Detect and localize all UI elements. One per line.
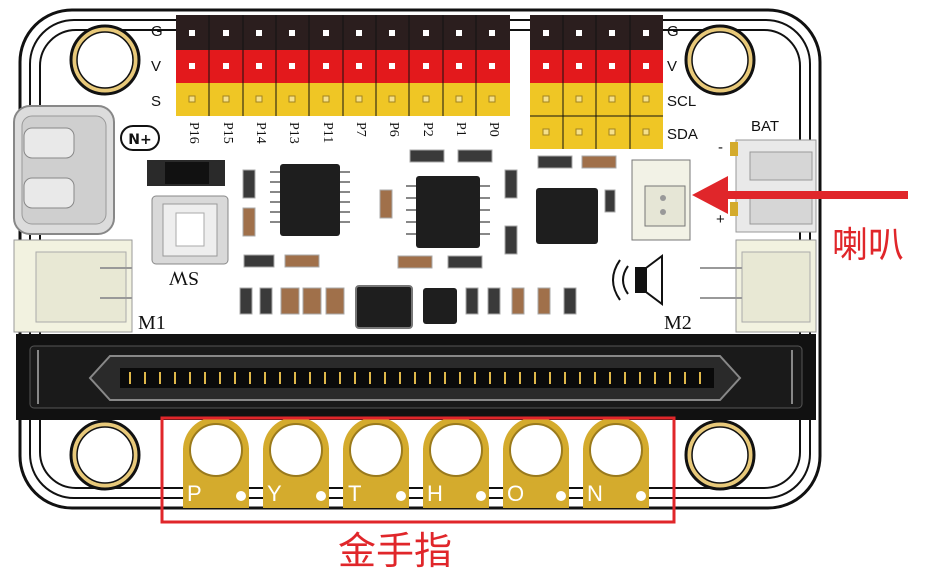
speaker-arrow <box>692 176 908 214</box>
pin-label-p0: P0 <box>486 122 501 137</box>
motor-connectors <box>13 239 817 333</box>
speaker-callout-label: 喇叭 <box>832 225 905 266</box>
motor-label-m2: M2 <box>664 312 692 334</box>
battery-plus: + <box>716 211 725 228</box>
right-row-label-scl: SCL <box>667 93 697 110</box>
battery-minus: - <box>718 139 723 156</box>
battery-label: BAT <box>751 118 780 135</box>
brand-logo: N+ <box>120 125 160 151</box>
right-row-label-sda: SDA <box>667 126 698 143</box>
left-pin-header <box>176 15 510 116</box>
pin-label-p14: P14 <box>253 122 268 144</box>
gold-finger-letter-o: O <box>507 481 525 506</box>
chip-legs <box>270 171 490 235</box>
gold-finger-highlight-box <box>160 416 676 524</box>
right-row-label-v: V <box>667 58 678 75</box>
pin-label-p1: P1 <box>453 122 468 137</box>
gold-finger-letter-y: Y <box>267 481 282 506</box>
gold-finger-letter-t: T <box>348 481 362 506</box>
gold-finger-letter-p: P <box>187 481 202 506</box>
mounting-holes <box>69 24 756 491</box>
pin-label-p13: P13 <box>286 122 301 144</box>
svg-text:N+: N+ <box>128 132 151 148</box>
pin-label-p11: P11 <box>320 122 335 144</box>
gold-finger-letter-h: H <box>427 481 443 506</box>
left-row-label-s: S <box>151 93 162 110</box>
gold-fingers <box>183 417 649 508</box>
gold-finger-letter-n: N <box>587 481 603 506</box>
speaker-connector <box>631 159 691 241</box>
right-row-label-g: G <box>667 23 679 40</box>
edge-connector <box>16 334 816 420</box>
pin-label-p6: P6 <box>386 122 401 137</box>
power-switch <box>147 160 229 265</box>
chips <box>280 164 598 329</box>
smd-components <box>239 149 617 315</box>
pin-label-p16: P16 <box>186 122 201 144</box>
switch-label: SW <box>169 267 199 289</box>
right-pin-header <box>530 15 663 149</box>
motor-label-m1: M1 <box>138 312 166 334</box>
pin-label-p7: P7 <box>353 122 368 137</box>
left-row-label-g: G <box>151 23 163 40</box>
pin-label-p15: P15 <box>220 122 235 144</box>
left-row-label-v: V <box>151 58 162 75</box>
speaker-icon <box>612 254 663 306</box>
gold-finger-callout-label: 金手指 <box>338 529 453 573</box>
pin-label-p2: P2 <box>420 122 435 137</box>
battery-connector <box>730 139 817 233</box>
usb-c-port <box>13 105 115 235</box>
